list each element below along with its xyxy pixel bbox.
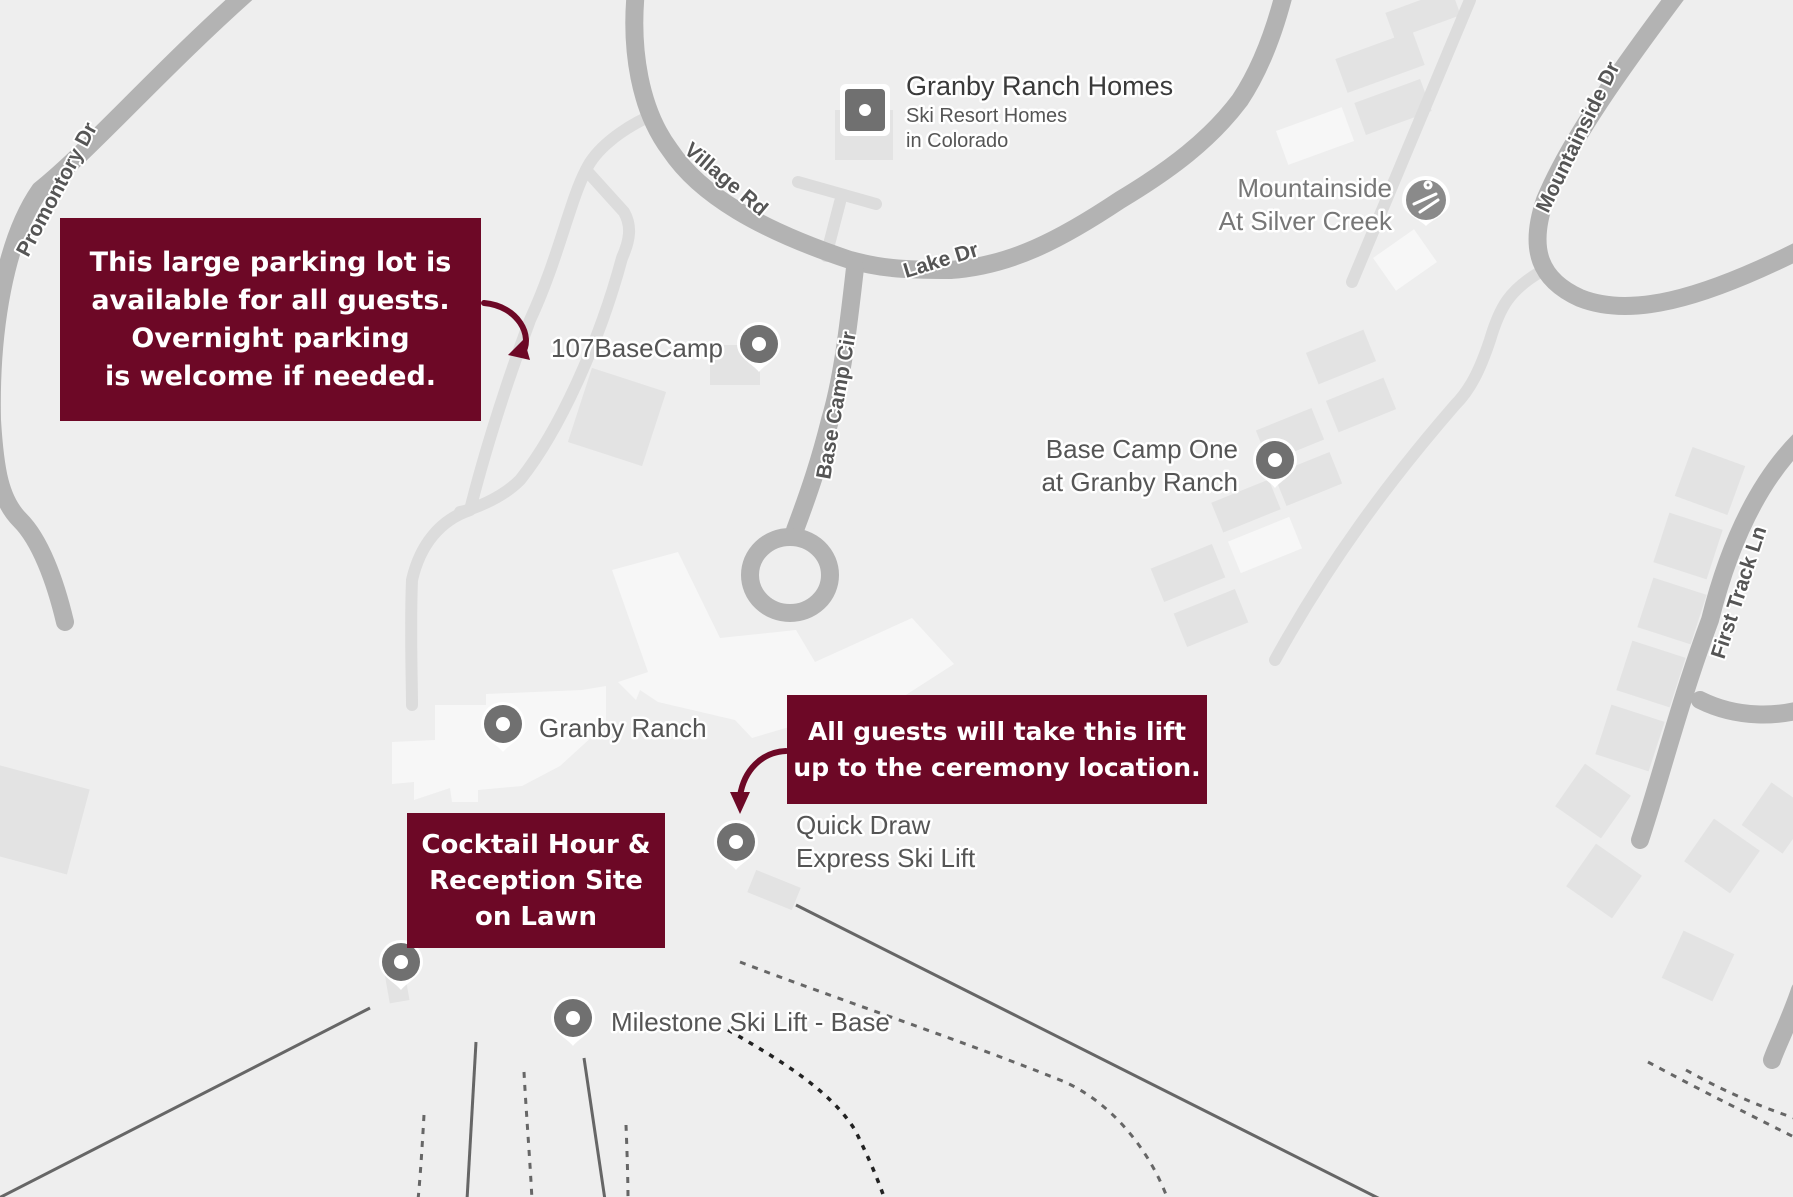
callout-lift-line-2: up to the ceremony location.: [793, 752, 1201, 782]
roundabout: [741, 528, 839, 622]
road-label-mountainside-dr: Mountainside Dr: [1532, 58, 1625, 216]
light-buildings: [392, 107, 1437, 802]
callout-parking-line-3: Overnight parking: [131, 322, 410, 354]
label-granby-ranch: Granby Ranch: [539, 713, 707, 743]
label-milestone-lift: Milestone Ski Lift - Base: [611, 1007, 890, 1037]
village-rd-road: [625, 0, 959, 279]
label-quick-draw-line2: Express Ski Lift: [796, 843, 976, 873]
callout-reception-line-2: Reception Site: [429, 865, 643, 896]
base-camp-cir-road: [786, 259, 864, 539]
ski-lift-lines: [0, 903, 1380, 1197]
callout-parking-line-1: This large parking lot is: [89, 246, 452, 278]
callout-lift: All guests will take this lift up to the…: [787, 695, 1207, 804]
mountainside-dr-road: [1528, 0, 1793, 315]
map-pin-icon[interactable]: [714, 820, 758, 870]
label-granby-ranch-homes-sub1: Ski Resort Homes: [906, 105, 1067, 127]
major-roads: [0, 0, 1793, 1069]
dark-trail: [727, 1028, 886, 1197]
arrow-head-icon: [508, 339, 530, 360]
label-mountainside-line2: At Silver Creek: [1219, 206, 1393, 236]
callout-parking-line-2: available for all guests.: [91, 284, 450, 316]
label-quick-draw-line1: Quick Draw: [796, 810, 931, 840]
label-mountainside-line1: Mountainside: [1237, 173, 1392, 203]
label-107basecamp: 107BaseCamp: [551, 333, 723, 363]
ski-trails: [416, 960, 1793, 1197]
label-base-camp-one-line2: at Granby Ranch: [1041, 467, 1238, 497]
callout-parking-line-4: is welcome if needed.: [104, 360, 437, 392]
callout-reception-line-1: Cocktail Hour &: [421, 829, 651, 860]
map-pins: [379, 84, 1450, 1046]
map-pin-icon[interactable]: [551, 996, 595, 1046]
lake-dr-road: [941, 0, 1292, 279]
callout-parking: This large parking lot is available for …: [60, 218, 481, 421]
square-pin-icon[interactable]: [840, 84, 890, 136]
ski-resort-icon[interactable]: [1402, 176, 1450, 226]
promontory-dr-road: [0, 0, 253, 631]
label-granby-ranch-homes: Granby Ranch Homes: [906, 71, 1173, 101]
first-track-ln-road: [1631, 434, 1793, 849]
callout-reception: Cocktail Hour & Reception Site on Lawn: [407, 813, 665, 948]
arrow-heads: [508, 339, 750, 814]
callout-lift-line-1: All guests will take this lift: [807, 716, 1187, 746]
callout-reception-line-3: on Lawn: [474, 901, 598, 932]
place-labels: Granby Ranch Homes Ski Resort Homes in C…: [537, 69, 1396, 1040]
label-base-camp-one-line1: Base Camp One: [1046, 434, 1238, 464]
label-granby-ranch-homes-sub2: in Colorado: [906, 130, 1008, 152]
arrow-head-icon: [730, 792, 750, 814]
minor-roads: [405, 0, 1546, 711]
road-label-base-camp-cir: Base Camp Cir: [812, 330, 861, 481]
curved-arrow-icon: [737, 748, 789, 799]
